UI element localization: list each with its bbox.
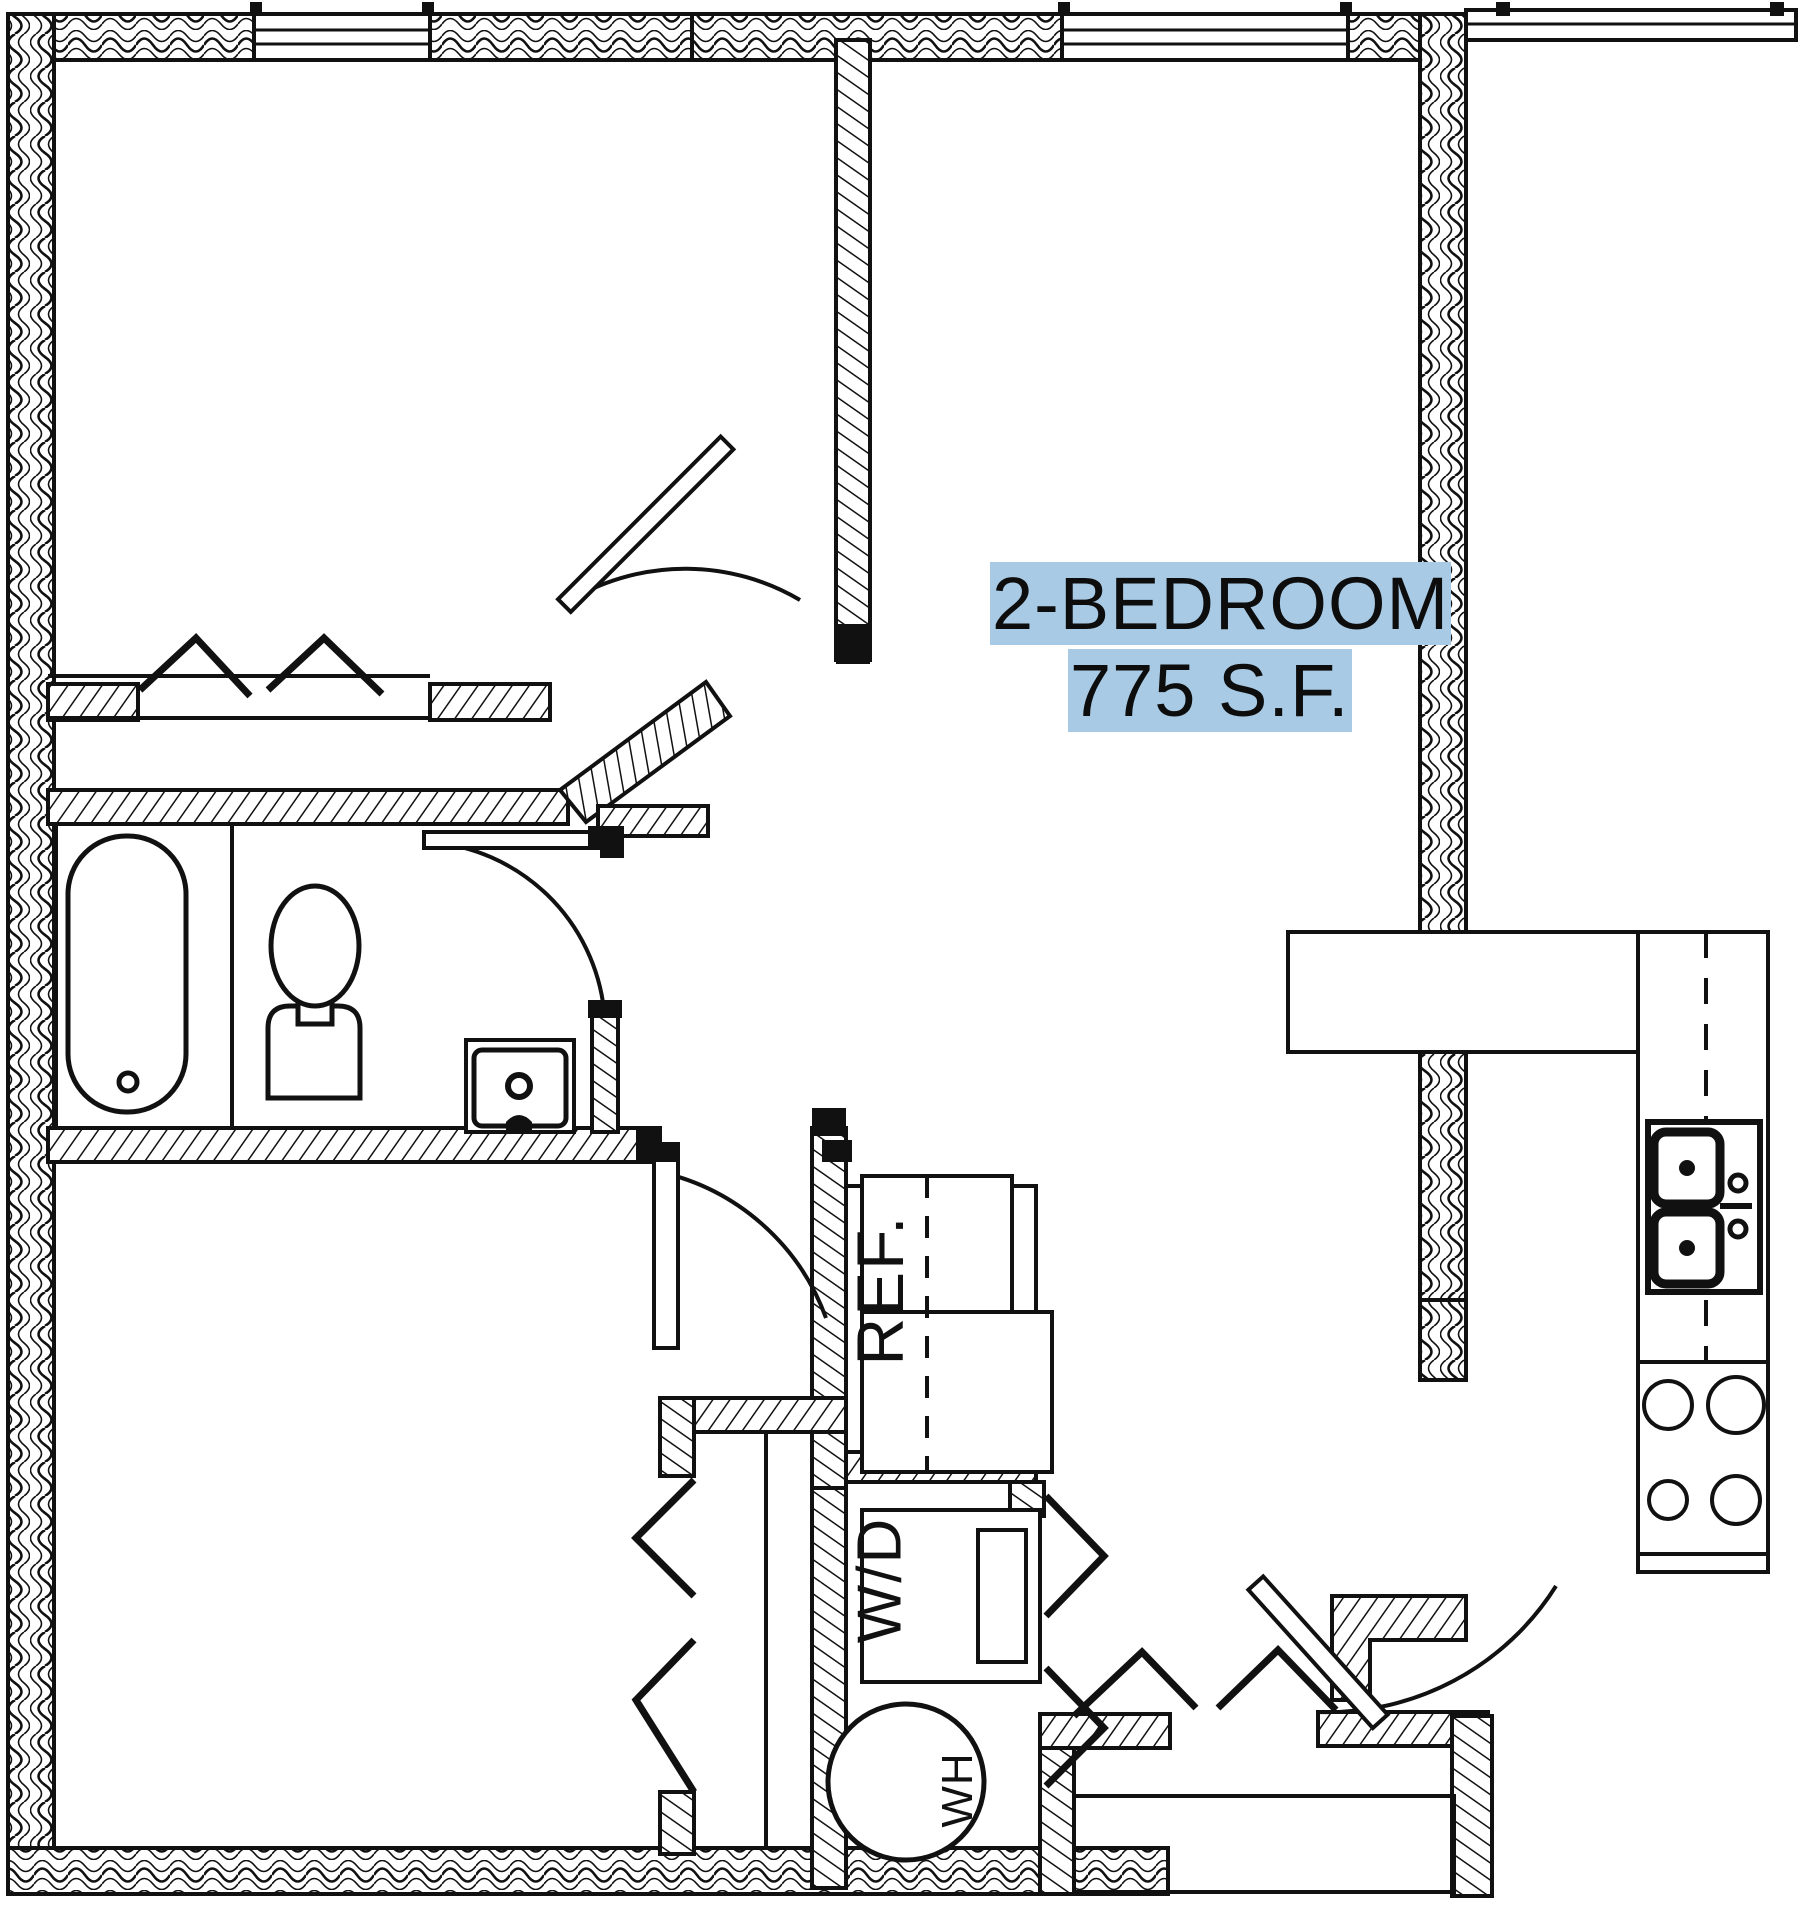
window-group [250,2,1798,62]
bathroom-jambs [588,1000,622,1134]
bathtub [54,822,234,1130]
water-heater [825,1701,987,1863]
door-jamb-ticks [588,826,852,1162]
door-bedroom1 [555,433,802,615]
range-cooktop [1636,1360,1770,1556]
toilet [265,883,363,1101]
bifold-doors-laundry [1043,1493,1109,1789]
door-entry [1245,1573,1558,1731]
bifold-doors-bedroom2 [631,1477,697,1794]
refrigerator-plan-symbol [860,1174,1054,1474]
door-bathroom [422,830,622,1011]
kitchen-double-sink [1645,1119,1763,1295]
bathroom-vanity-sink [464,1038,576,1134]
washer-dryer [860,1508,1042,1684]
bifold-doors-entry-coat [1071,1645,1339,1719]
door-bedroom2 [652,1156,828,1350]
window-top-center [1058,2,1352,62]
bifold-doors-bedroom1 [46,633,552,722]
exterior-walls [6,12,1468,1896]
window-top-right [1464,2,1798,42]
window-top-left [250,2,434,62]
